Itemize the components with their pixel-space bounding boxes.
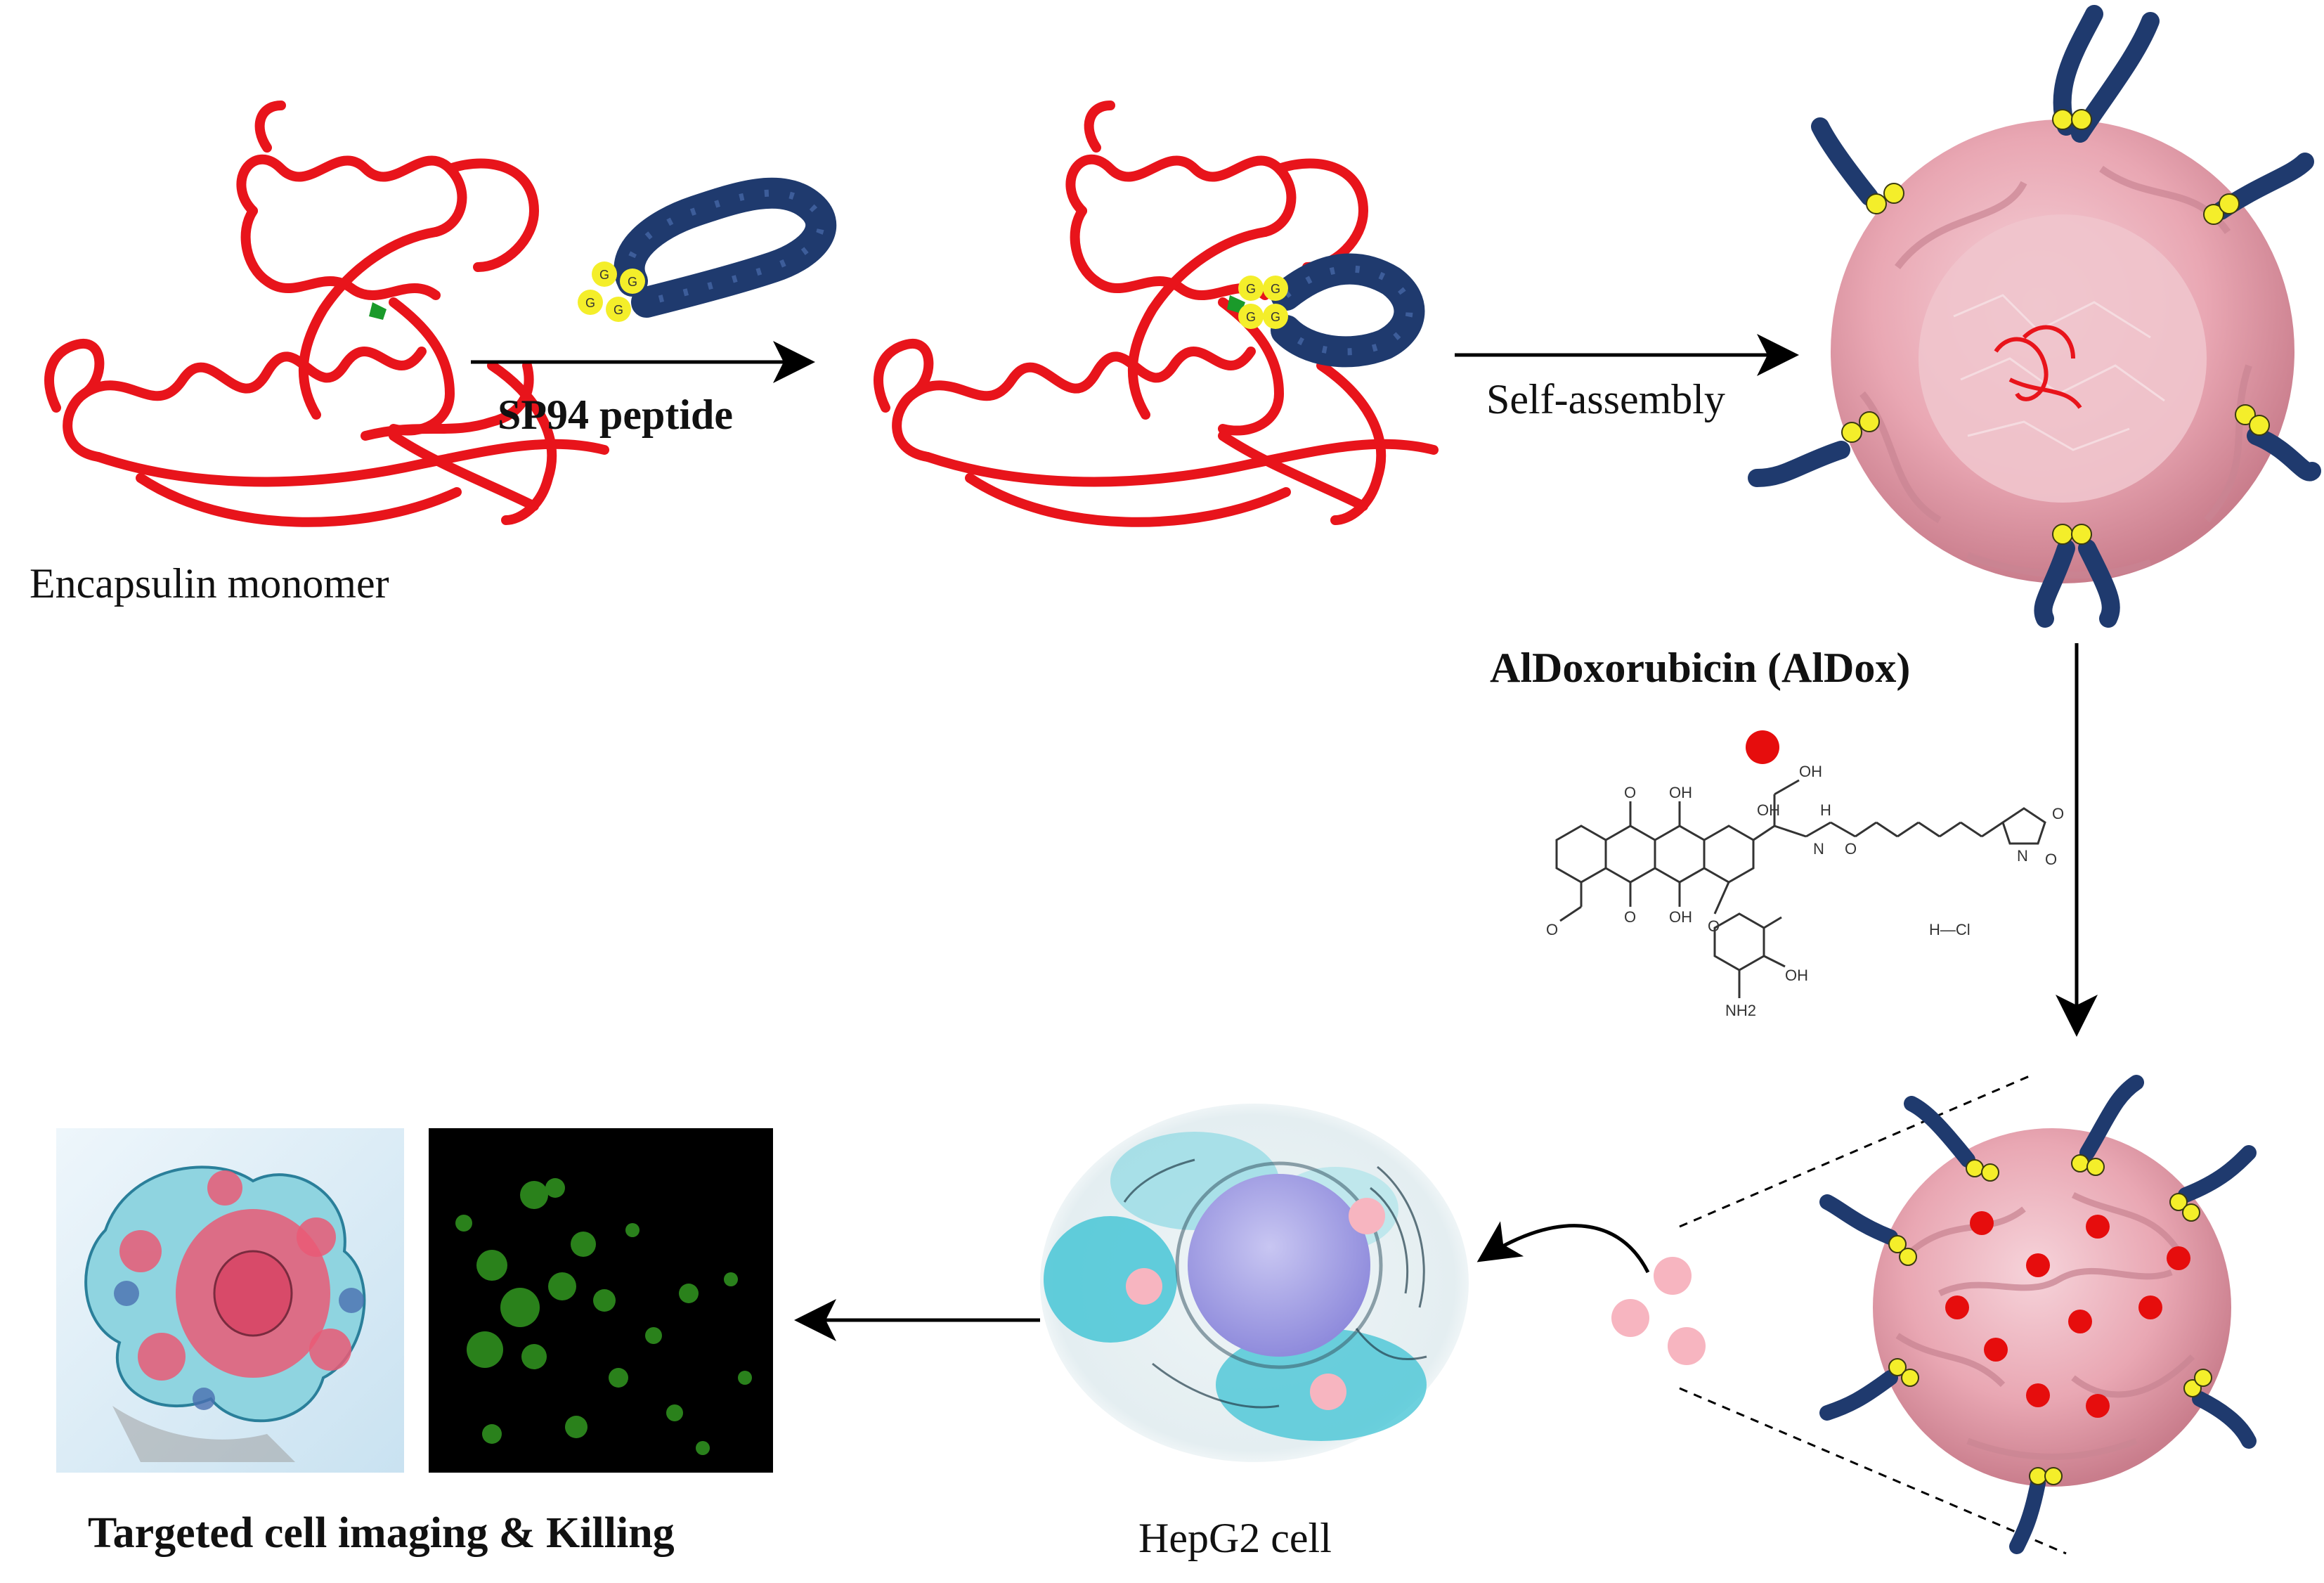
svg-text:O: O [1546, 921, 1558, 938]
outcome-label: Targeted cell imaging & Killing [88, 1509, 675, 1557]
svg-text:OH: OH [1669, 908, 1692, 926]
glycine-letter: G [599, 268, 609, 282]
svg-text:OH: OH [1799, 763, 1822, 780]
cell-label: HepG2 cell [1138, 1515, 1332, 1561]
glycine-residue [606, 297, 631, 322]
released-drug-particles [1611, 1257, 1706, 1365]
svg-text:O: O [1845, 840, 1857, 858]
drug-label: AlDoxorubicin (AlDox) [1490, 645, 1911, 691]
encapsulin-monomer-structure [44, 101, 609, 527]
attached-peptide: G G G G [1238, 253, 1425, 368]
glycine-residue [592, 261, 617, 287]
svg-text:G: G [1271, 282, 1280, 296]
svg-text:G: G [1246, 310, 1256, 324]
svg-text:N: N [1813, 840, 1824, 858]
linker-site-marker [369, 302, 387, 320]
svg-text:OH: OH [1757, 801, 1780, 819]
glycine-residue [620, 269, 645, 294]
glycine-letter: G [585, 296, 595, 310]
chemical-labels: O O OH OH O OH OH N H O N O O O OH NH2 H… [1546, 763, 2064, 1019]
svg-text:OH: OH [1785, 967, 1808, 984]
peptide-label: SP94 peptide [498, 392, 734, 438]
encapsulin-cage-assembled [1748, 5, 2321, 628]
svg-text:O: O [2052, 805, 2064, 822]
svg-text:O: O [1708, 917, 1720, 935]
svg-text:O: O [2045, 851, 2057, 868]
fused-monomer-structure [874, 101, 1439, 527]
monomer-label: Encapsulin monomer [30, 560, 389, 607]
svg-text:O: O [1624, 908, 1636, 926]
svg-text:O: O [1624, 784, 1636, 801]
drug-marker-icon [1746, 730, 1779, 764]
drug-loaded-cage [1679, 1074, 2257, 1555]
self-assembly-label: Self-assembly [1486, 376, 1725, 422]
sp94-peptide-structure: G G G G [578, 177, 837, 322]
svg-text:N: N [2017, 847, 2028, 865]
svg-text:NH2: NH2 [1725, 1002, 1756, 1019]
glycine-letter: G [614, 303, 623, 317]
fluorescence-panel [429, 1128, 773, 1473]
svg-text:G: G [1271, 310, 1280, 324]
glycine-letter: G [628, 275, 637, 289]
svg-text:H—Cl: H—Cl [1929, 921, 1971, 938]
glycine-residue [578, 290, 603, 315]
aldox-chemical-structure [1555, 779, 2046, 998]
svg-text:H: H [1820, 801, 1831, 819]
svg-text:OH: OH [1669, 784, 1692, 801]
cell-imaging-panel [56, 1128, 404, 1473]
arrow-icon [1476, 1221, 1650, 1274]
hepg2-cell-illustration [1040, 1104, 1469, 1462]
svg-text:G: G [1246, 282, 1256, 296]
